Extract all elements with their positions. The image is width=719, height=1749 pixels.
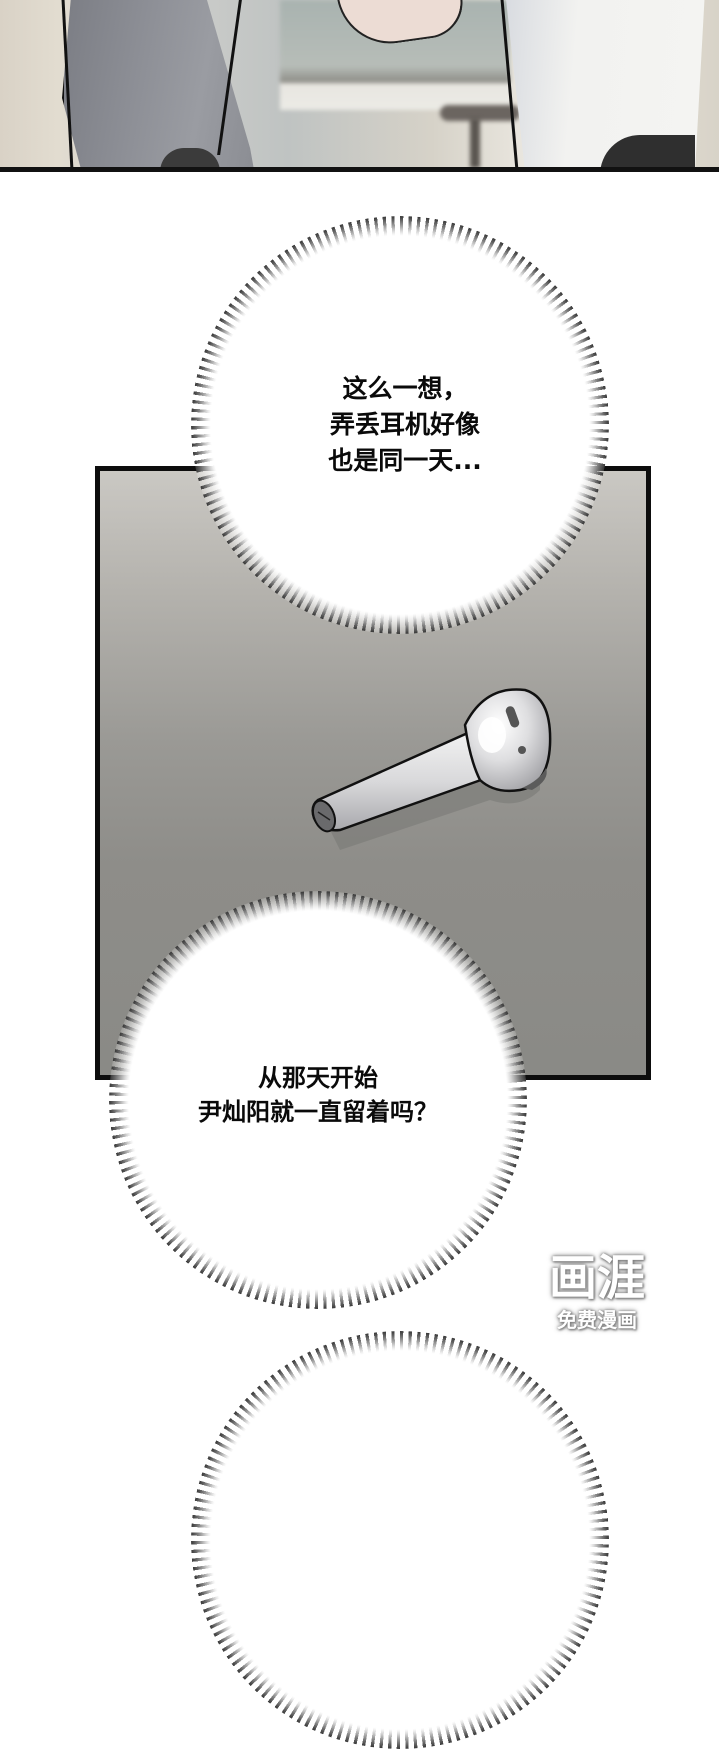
bubble-core	[139, 921, 497, 1279]
background-stool-leg	[470, 118, 480, 168]
watermark-logo: 画涯	[548, 1250, 645, 1306]
bubble-text: 这么一想， 弄丢耳机好像 也是同一天...	[328, 374, 482, 475]
bubble-text: 从那天开始 尹灿阳就一直留着吗？	[198, 1064, 438, 1126]
background-stool	[440, 105, 520, 121]
watermark-subtitle: 免费漫画	[557, 1308, 637, 1332]
panel-top-scene	[0, 0, 719, 172]
thought-bubble	[191, 1331, 609, 1749]
bubble-core	[221, 1361, 579, 1719]
watermark: 画涯 免费漫画	[532, 1250, 662, 1360]
thought-bubble: 这么一想， 弄丢耳机好像 也是同一天...	[191, 216, 609, 634]
panel-border	[0, 167, 719, 172]
bubble-core	[221, 246, 579, 604]
thought-bubble: 从那天开始 尹灿阳就一直留着吗？	[109, 891, 527, 1309]
earbud-icon	[311, 688, 552, 850]
gray-shirt-figure	[62, 0, 254, 170]
